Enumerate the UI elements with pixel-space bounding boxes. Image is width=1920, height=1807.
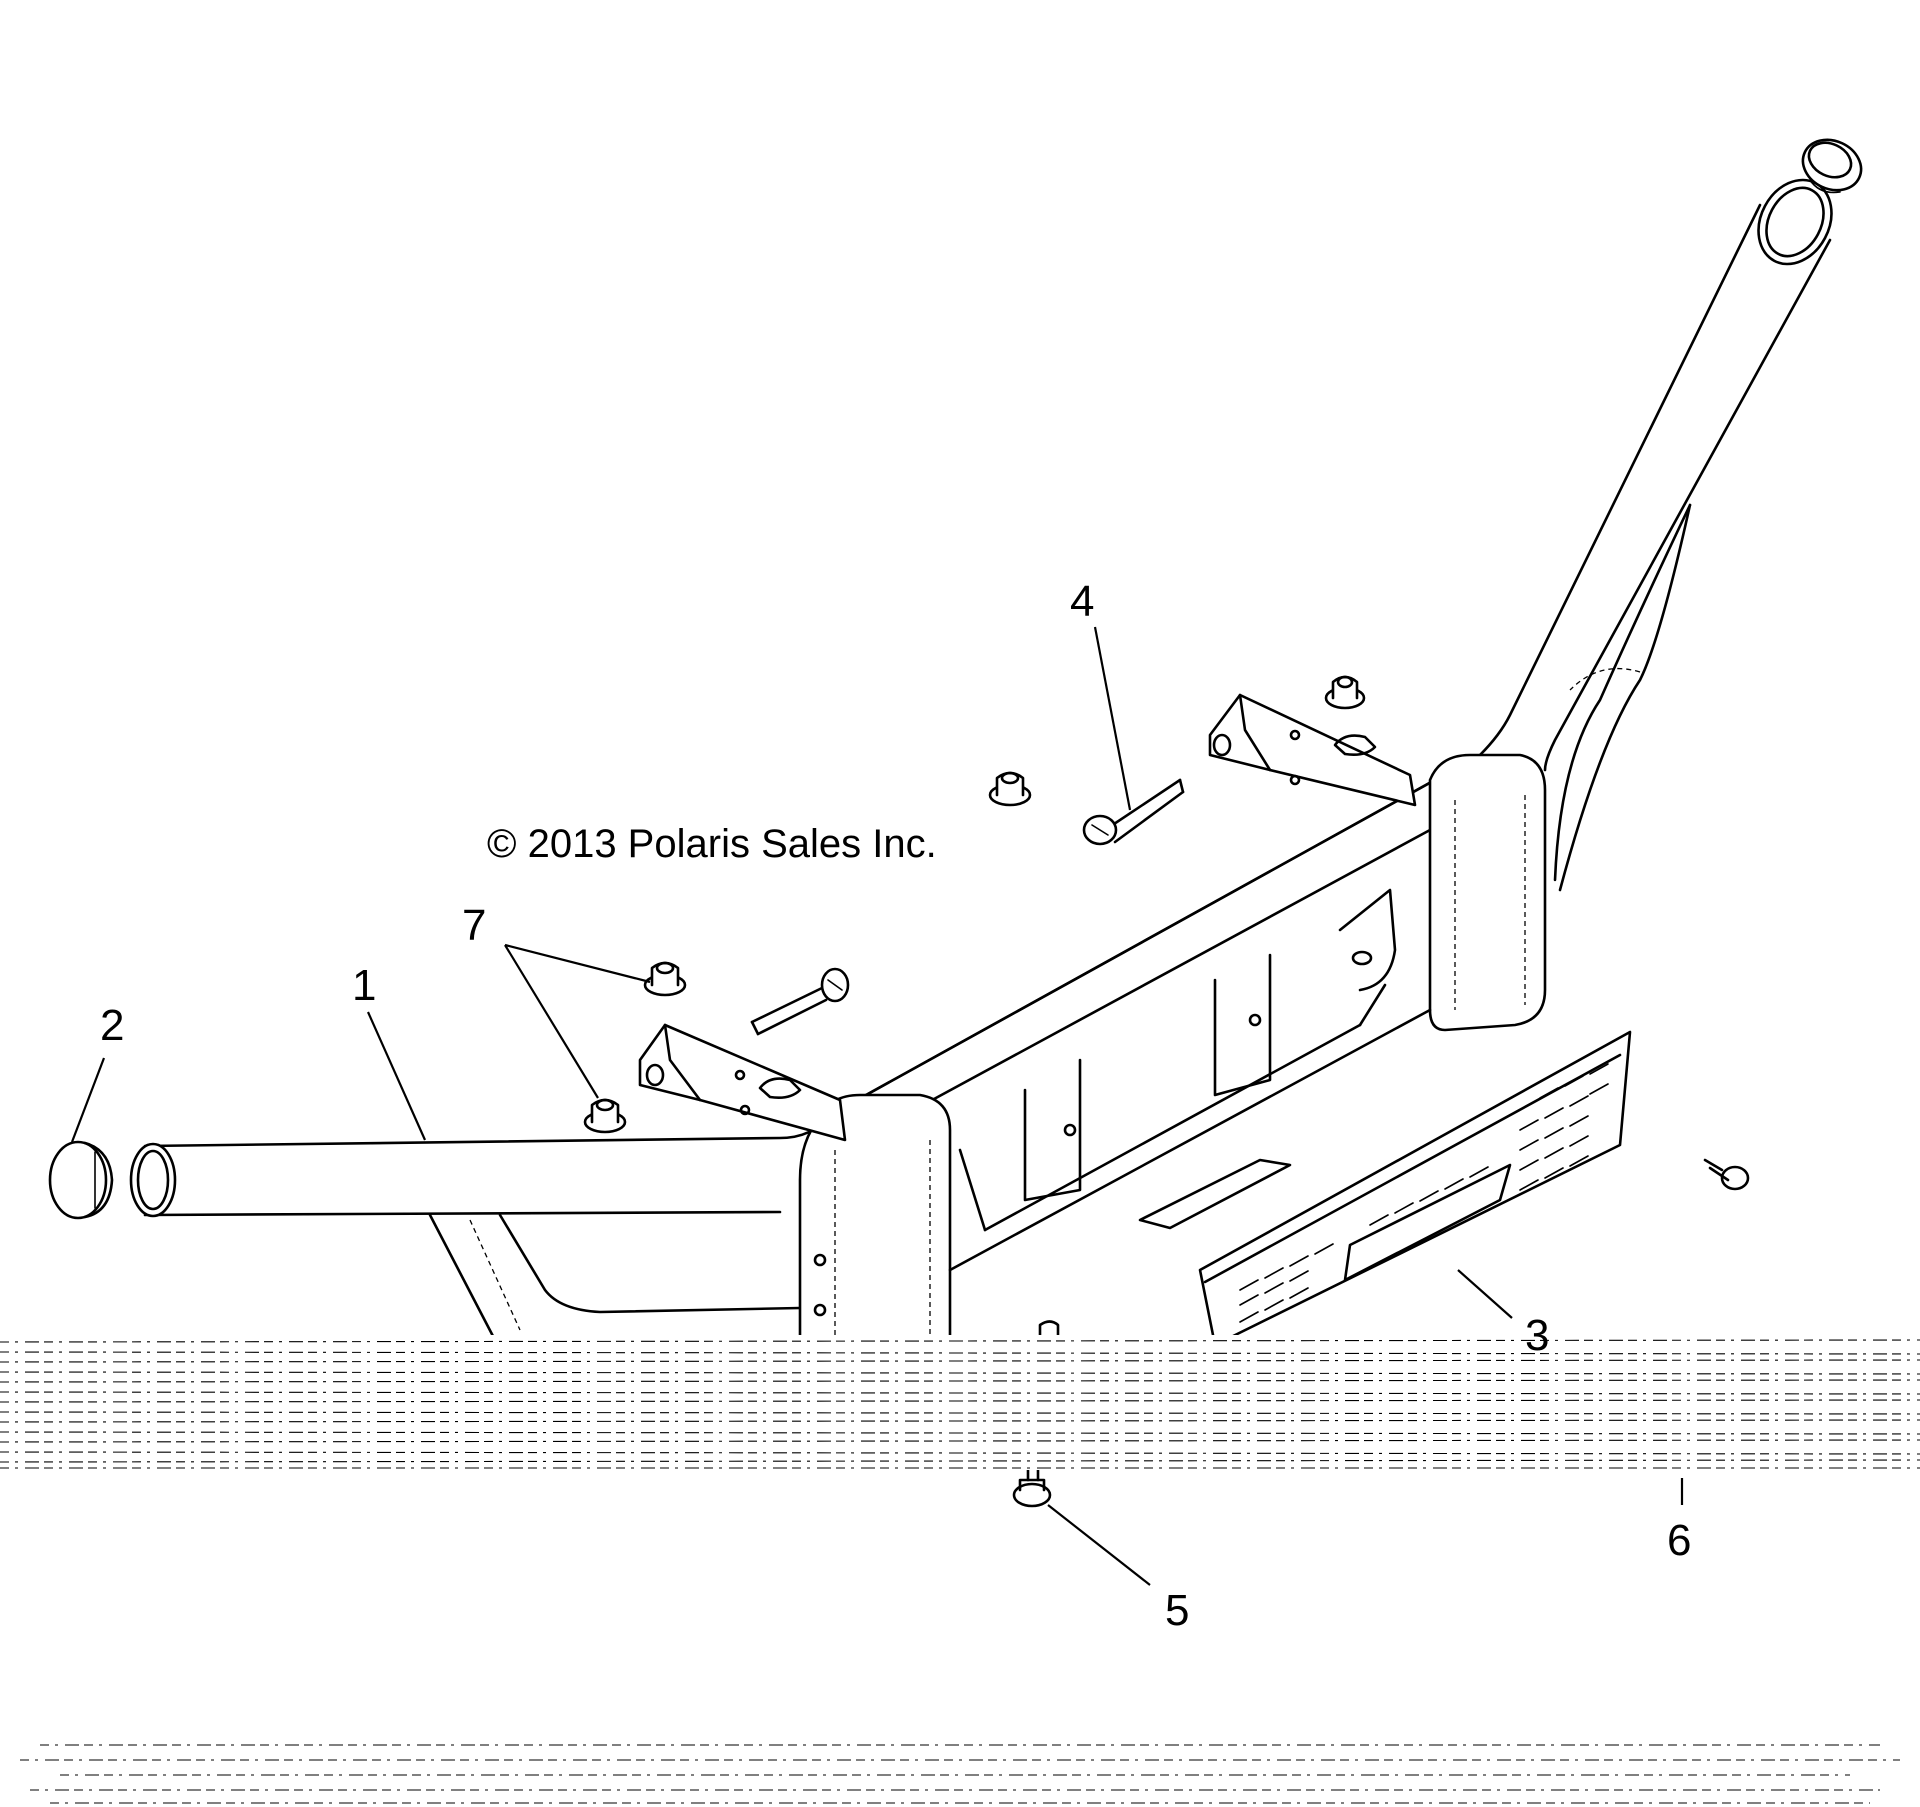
left-mount-bracket <box>638 1023 847 1142</box>
flange-nut-lower <box>583 1098 627 1134</box>
end-cap-plug <box>48 1140 114 1220</box>
callout-5: 5 <box>1165 1586 1189 1635</box>
leader-5 <box>1047 1504 1151 1586</box>
copyright-notice: © 2013 Polaris Sales Inc. <box>487 822 937 866</box>
right-mount-bracket <box>1208 693 1417 807</box>
bolt-upper <box>1082 778 1185 846</box>
leader-1 <box>366 1011 427 1141</box>
leader-2 <box>70 1057 106 1143</box>
flange-nut-upper <box>643 961 687 997</box>
bumper-tube <box>129 178 1833 1342</box>
scan-noise-band <box>0 1335 1920 1804</box>
flange-nut-right <box>1324 675 1366 710</box>
leader-lines <box>70 626 1684 1586</box>
callout-7: 7 <box>462 901 486 950</box>
leader-3 <box>1457 1269 1513 1319</box>
screw-right <box>1703 1158 1750 1191</box>
callout-6: 6 <box>1667 1516 1691 1565</box>
callout-3: 3 <box>1525 1311 1549 1360</box>
leader-4 <box>1093 626 1132 811</box>
bolt-lower <box>1012 1466 1052 1508</box>
callout-4: 4 <box>1070 577 1094 626</box>
top-end-cap-plug <box>1801 138 1863 194</box>
callout-2: 2 <box>100 1001 124 1050</box>
bolt-middle <box>750 967 850 1036</box>
callout-1: 1 <box>352 961 376 1010</box>
leader-7a <box>504 943 651 984</box>
skid-plate <box>1198 1030 1632 1347</box>
leader-7b <box>504 944 599 1099</box>
bolt-hidden <box>1038 1320 1060 1337</box>
flange-nut-top <box>988 771 1032 807</box>
